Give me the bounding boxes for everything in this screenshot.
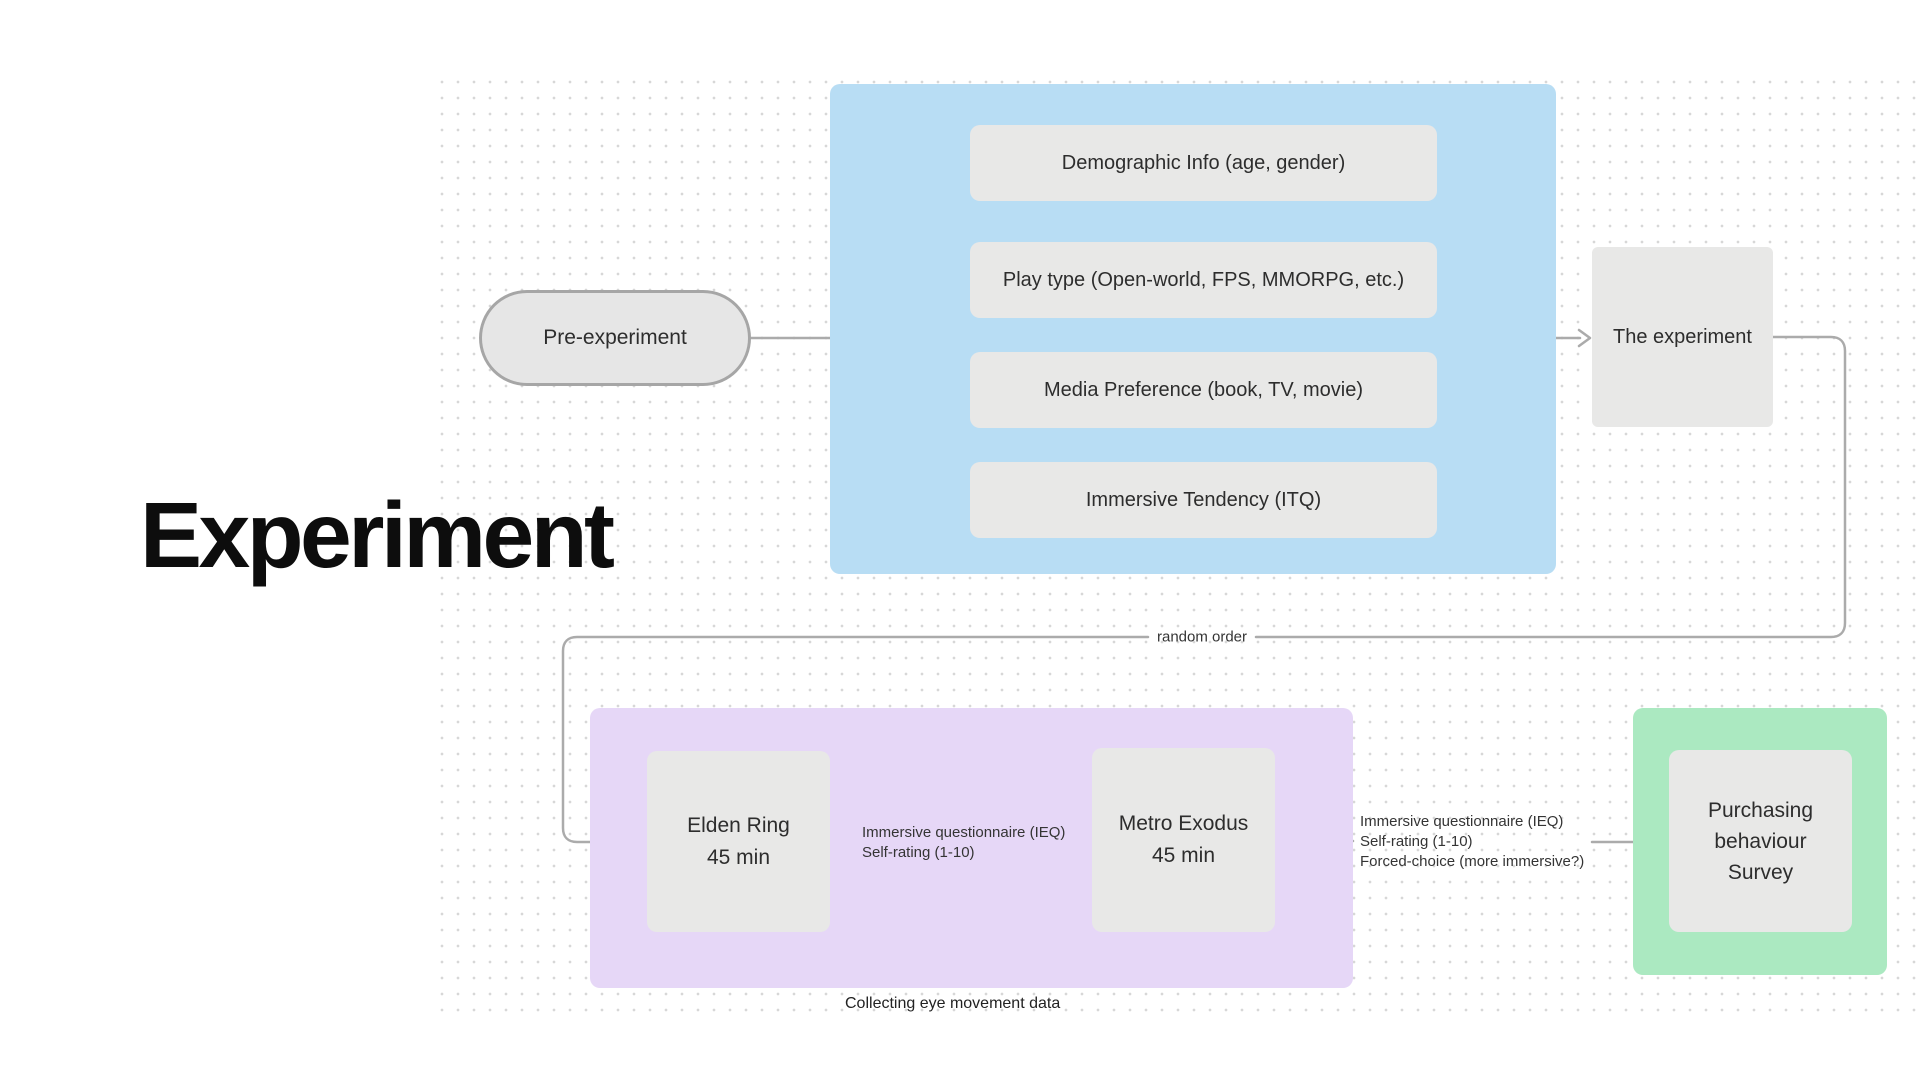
node-pre-experiment[interactable]: Pre-experiment [479,290,751,386]
node-immersive-tendency[interactable]: Immersive Tendency (ITQ) [970,462,1437,538]
node-elden-ring[interactable]: Elden Ring 45 min [647,751,830,932]
node-play-type-label: Play type (Open-world, FPS, MMORPG, etc.… [1002,268,1405,291]
node-media-preference[interactable]: Media Preference (book, TV, movie) [970,352,1437,428]
node-pre-experiment-label: Pre-experiment [543,326,687,349]
node-demographic-info[interactable]: Demographic Info (age, gender) [970,125,1437,201]
edge-label-after-elden-line1: Immersive questionnaire (IEQ) [862,824,1066,841]
node-metro-exodus-label: Metro Exodus 45 min [1118,812,1249,867]
node-the-experiment[interactable]: The experiment [1592,247,1773,427]
node-play-type[interactable]: Play type (Open-world, FPS, MMORPG, etc.… [970,242,1437,318]
edge-label-random-order[interactable]: random order [1156,628,1248,646]
edge-label-after-metro-line1: Immersive questionnaire (IEQ) [1360,813,1564,830]
node-purchasing-survey[interactable]: Purchasing behaviour Survey [1669,750,1852,932]
edge-label-after-elden[interactable]: Immersive questionnaire (IEQ) Self-ratin… [862,823,1065,863]
node-purchasing-survey-label: Purchasing behaviour Survey [1707,798,1814,884]
node-metro-exodus[interactable]: Metro Exodus 45 min [1092,748,1275,932]
page-title[interactable]: Experiment [140,483,615,587]
edge-label-after-metro[interactable]: Immersive questionnaire (IEQ) Self-ratin… [1360,812,1584,872]
edge-label-after-metro-line3: Forced-choice (more immersive?) [1360,853,1585,870]
edge-label-after-metro-line2: Self-rating (1-10) [1360,833,1473,850]
node-media-preference-label: Media Preference (book, TV, movie) [1043,378,1364,401]
node-the-experiment-label: The experiment [1613,325,1752,348]
node-demographic-info-label: Demographic Info (age, gender) [1061,151,1346,174]
edge-label-after-elden-line2: Self-rating (1-10) [862,844,975,861]
node-immersive-tendency-label: Immersive Tendency (ITQ) [1085,488,1322,511]
node-elden-ring-label: Elden Ring 45 min [687,813,790,869]
games-frame-caption[interactable]: Collecting eye movement data [845,995,1061,1012]
